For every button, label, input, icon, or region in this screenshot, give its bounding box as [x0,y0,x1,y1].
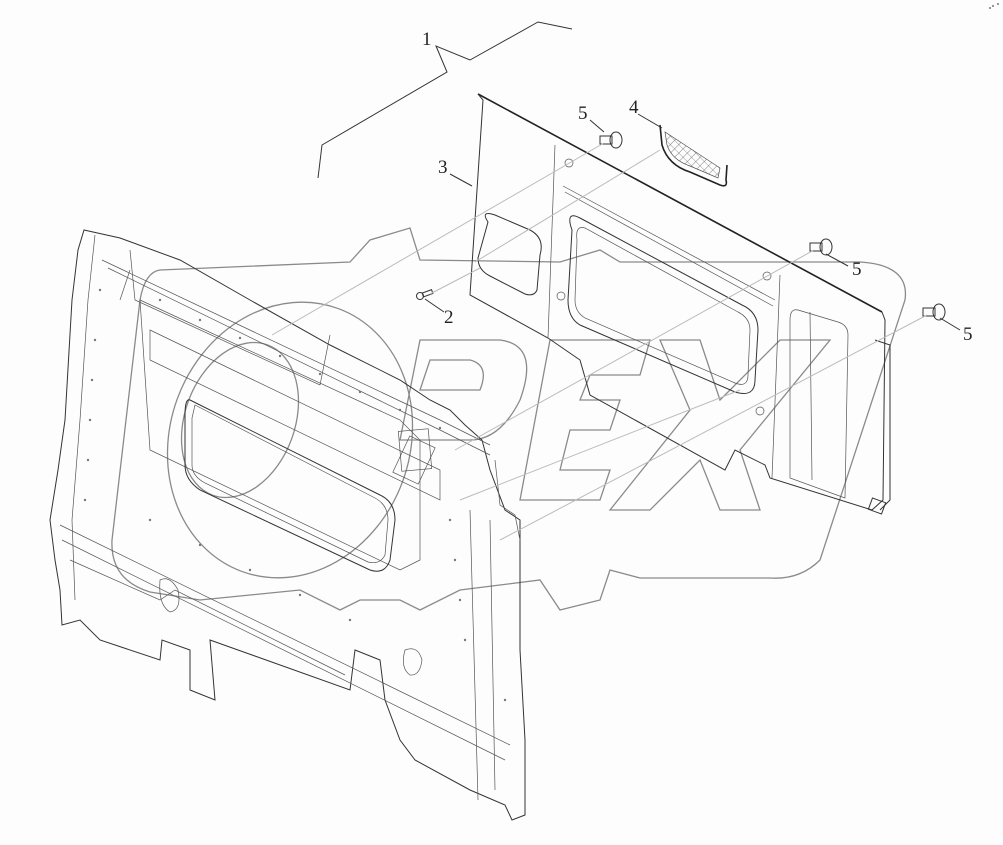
clip-parts [599,131,946,321]
callout-label-4: 4 [629,97,639,118]
clip-top [599,131,623,149]
assembly-leader-lines [271,142,928,541]
callout-label-2: 2 [444,307,454,328]
mesh-pocket [659,124,728,187]
callout-ticks [424,113,961,331]
corner-mark [989,3,999,9]
callout-label-3: 3 [438,157,448,178]
clip-mid [809,238,833,256]
callout-1-leader [317,21,573,179]
rivet-dots [83,288,507,702]
screw-part [416,289,434,300]
callout-label-5-right: 5 [963,324,973,345]
trim-panel [469,93,891,515]
cab-rear-wall [49,229,526,821]
clip-right [922,303,946,321]
callout-label-1: 1 [422,29,432,50]
callout-label-5-mid: 5 [852,259,862,280]
callout-label-5-top: 5 [578,103,588,124]
